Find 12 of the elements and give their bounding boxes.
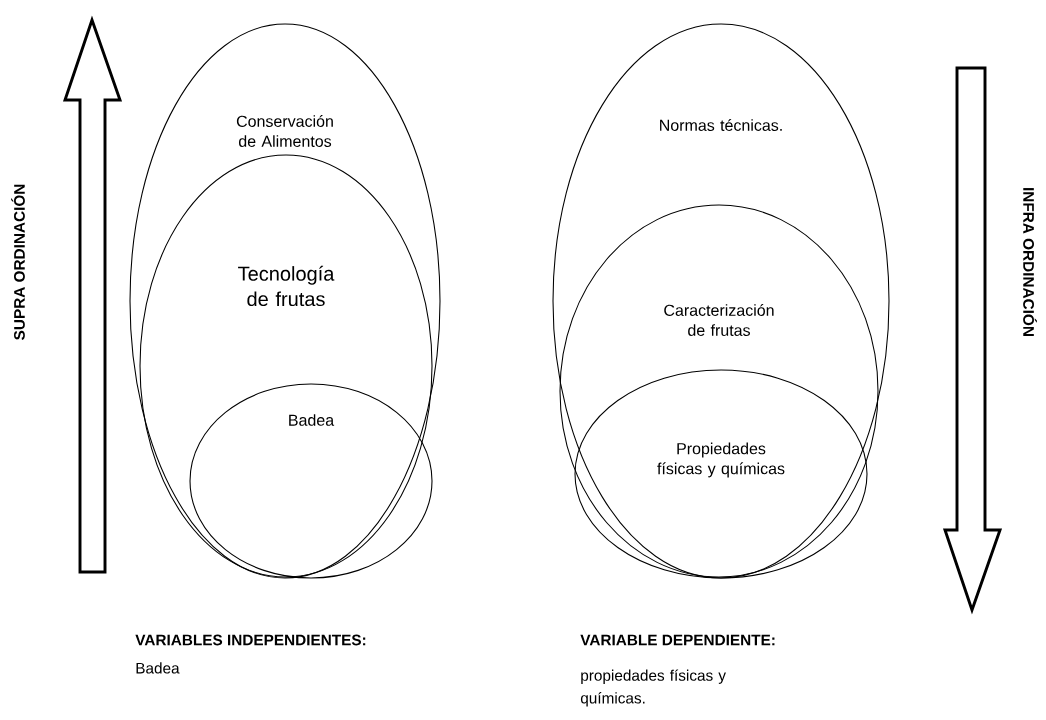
variable-text: propiedades físicas y químicas. [580,669,726,707]
axis-title: SUPRA ORDINACIÓN [11,184,25,340]
ellipse-label: Caracterización de frutas [664,304,774,336]
heading: VARIABLES INDEPENDIENTES: [135,634,366,646]
ellipse-label: Tecnología de frutas [238,265,335,307]
variable-text: Badea [136,662,180,674]
ellipse-label: Conservación de Alimentos [236,115,333,147]
ellipse-label: Badea [289,414,335,426]
heading: VARIABLE DEPENDIENTE: [580,634,775,646]
ellipse-label: Normas técnicas. [660,119,782,131]
ellipse-label: Propiedades físicas y químicas [657,442,785,478]
axis-title: INFRA ORDINACIÓN [1023,188,1037,336]
